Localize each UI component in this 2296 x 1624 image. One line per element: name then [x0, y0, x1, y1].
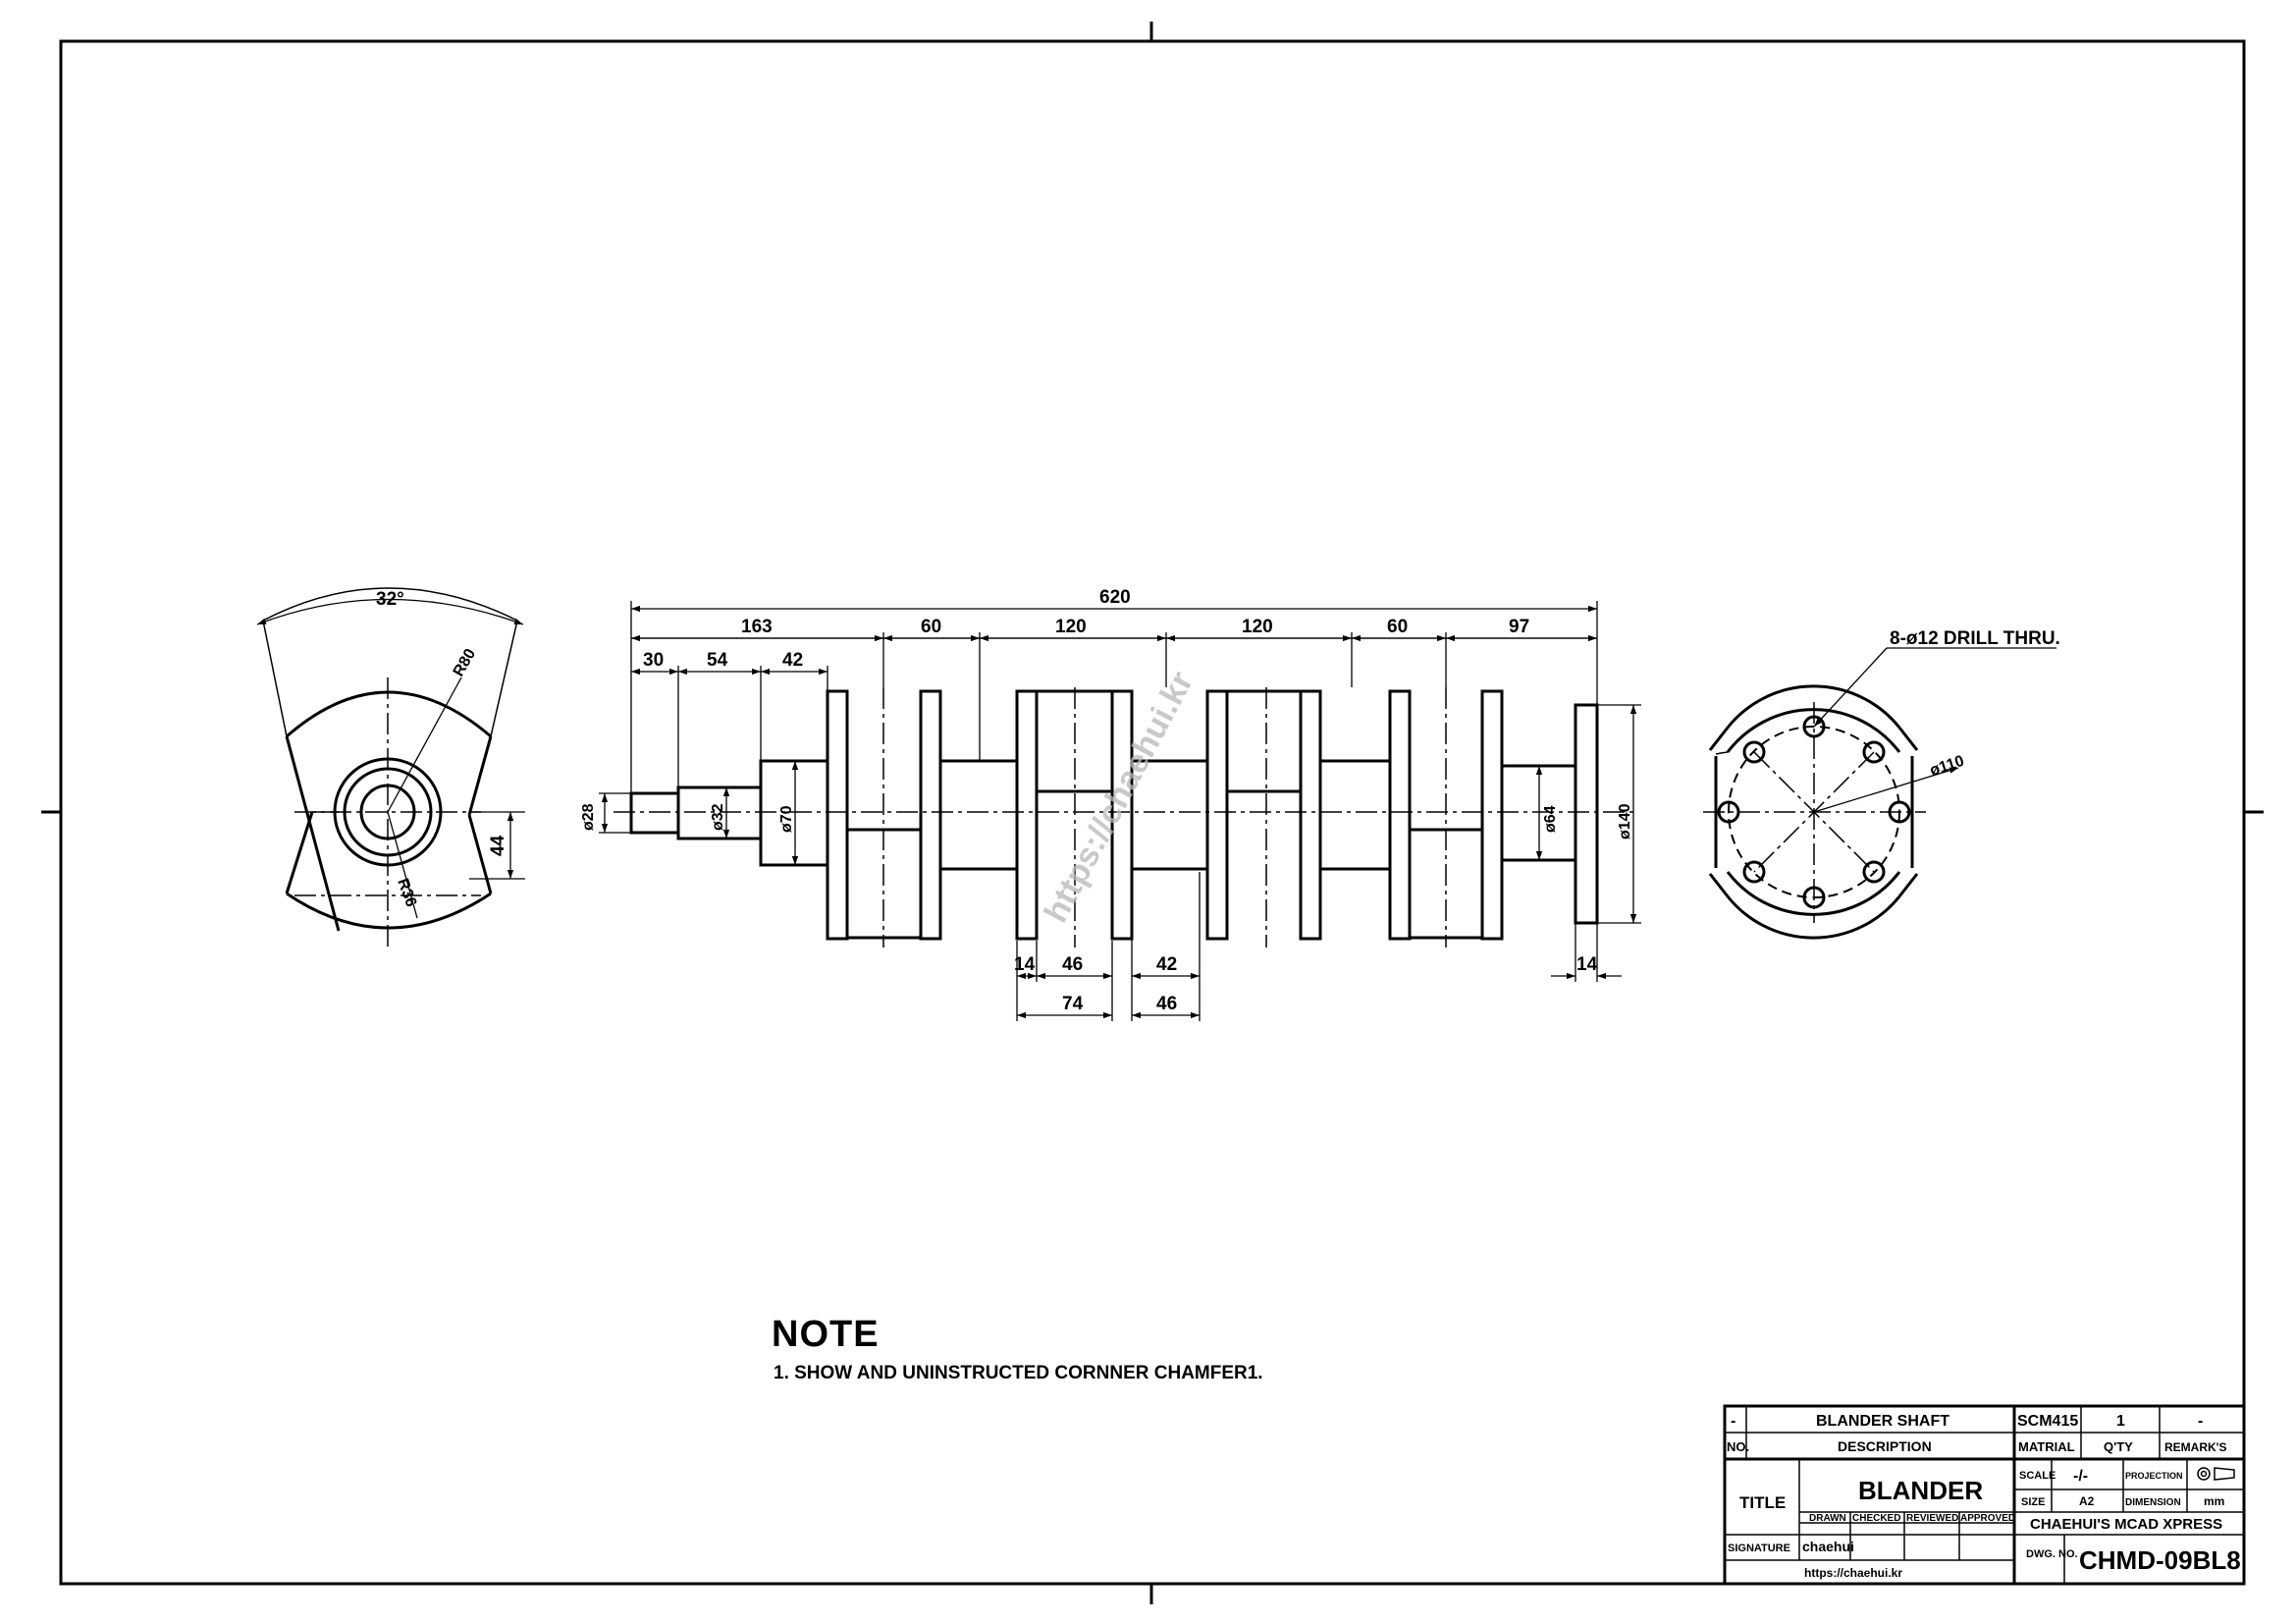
tb-size-label: SIZE: [2021, 1496, 2045, 1508]
tb-signature-label: SIGNATURE: [1728, 1543, 1790, 1554]
tb-header-qty: Q'TY: [2104, 1439, 2133, 1454]
watermark: https://chaehui.kr: [1038, 666, 1201, 929]
title-block: - BLANDER SHAFT SCM415 1 - NO. DESCRIPTI…: [1723, 1404, 2246, 1586]
dim-163: 163: [741, 617, 773, 637]
tb-role-drawn: DRAWN: [1809, 1513, 1846, 1524]
dim-120b: 120: [1242, 617, 1273, 637]
flange-end-view: 8-ø12 DRILL THRU. ø110: [1703, 628, 2060, 940]
dim-54: 54: [707, 650, 728, 671]
tb-dwg-no: CHMD-09BL8: [2079, 1545, 2241, 1575]
dim-14b: 14: [1576, 954, 1598, 975]
tb-size: A2: [2079, 1494, 2095, 1508]
dim-97: 97: [1509, 617, 1529, 637]
dia-32: ø32: [710, 803, 726, 831]
note-title: NOTE: [772, 1314, 880, 1355]
dim-46a: 46: [1062, 954, 1083, 975]
projection-symbol-icon: [2197, 1467, 2235, 1481]
dim-46b: 46: [1156, 994, 1177, 1014]
crankshaft-front-view: 620 163 60 120 120 60 97 30: [580, 587, 1641, 1021]
tb-part-remarks: -: [2198, 1413, 2203, 1430]
tb-projection-label: PROJECTION: [2125, 1471, 2183, 1481]
tb-header-material: MATRIAL: [2018, 1439, 2075, 1454]
dim-60a: 60: [921, 617, 941, 637]
angle-dim: 32°: [376, 589, 404, 610]
dim-42b: 42: [1156, 954, 1177, 975]
dia-28: ø28: [580, 803, 597, 831]
dim-74: 74: [1062, 994, 1084, 1014]
tb-title: BLANDER: [1858, 1476, 1983, 1505]
dia-64: ø64: [1542, 805, 1559, 833]
note-item: 1. SHOW AND UNINSTRUCTED CORNNER CHAMFER…: [774, 1363, 1263, 1383]
left-end-view: 32° R80 R36 44: [256, 587, 525, 947]
dim-60b: 60: [1387, 617, 1408, 637]
tb-part-no: -: [1731, 1413, 1735, 1430]
tb-header-remarks: REMARK'S: [2164, 1440, 2227, 1454]
tb-part-description: BLANDER SHAFT: [1816, 1413, 1949, 1430]
dim-14a: 14: [1014, 954, 1036, 975]
tb-title-label: TITLE: [1739, 1493, 1786, 1512]
tb-signature: chaehui: [1802, 1539, 1854, 1554]
tb-role-approved: APPROVED: [1960, 1513, 2015, 1524]
overall-length-dim: 620: [1099, 587, 1131, 608]
pcd-dim: ø110: [1928, 753, 1966, 780]
dim-42: 42: [782, 650, 803, 671]
dia-140: ø140: [1617, 803, 1633, 839]
tb-part-qty: 1: [2116, 1413, 2125, 1430]
dia-70: ø70: [778, 805, 795, 833]
holes-callout: 8-ø12 DRILL THRU.: [1890, 628, 2060, 649]
tb-part-material: SCM415: [2017, 1413, 2078, 1430]
dim-120a: 120: [1055, 617, 1087, 637]
radius-inner-dim: R36: [394, 877, 419, 909]
drawing-border: [41, 22, 2264, 1604]
tb-url: https://chaehui.kr: [1804, 1566, 1902, 1580]
tb-scale-label: SCALE: [2019, 1470, 2056, 1482]
tb-role-checked: CHECKED: [1852, 1513, 1900, 1524]
offset-dim: 44: [488, 835, 508, 856]
tb-dwg-no-label: DWG. NO.: [2026, 1548, 2078, 1560]
dim-30: 30: [643, 650, 664, 671]
tb-role-reviewed: REVIEWED: [1906, 1513, 1958, 1524]
radius-outer-dim: R80: [451, 646, 479, 679]
tb-company: CHAEHUI'S MCAD XPRESS: [2030, 1516, 2222, 1533]
tb-dimension-label: DIMENSION: [2125, 1497, 2181, 1508]
tb-dimension: mm: [2204, 1494, 2224, 1508]
tb-scale: -/-: [2073, 1468, 2088, 1485]
tb-header-no: NO.: [1727, 1439, 1749, 1454]
tb-header-description: DESCRIPTION: [1838, 1438, 1932, 1454]
